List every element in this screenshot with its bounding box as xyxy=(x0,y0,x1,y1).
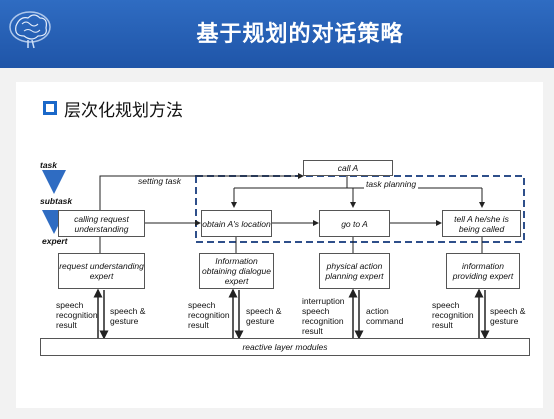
expert-box-information-obtaining: Information obtaining dialogue expert xyxy=(199,253,274,289)
signal-down-label-2: speech & gesture xyxy=(246,306,282,326)
signal-up-label-1: speech recognition result xyxy=(56,300,98,330)
task-planning-label: task planning xyxy=(364,179,419,189)
signal-up-label-3: interruption speech recognition result xyxy=(302,296,345,336)
setting-task-label: setting task xyxy=(138,176,181,186)
bullet-square-icon xyxy=(43,101,57,115)
expert-box-request-understanding: request understanding expert xyxy=(58,253,145,289)
signal-down-label-3: action command xyxy=(366,306,404,326)
subtask-box-tell-a: tell A he/she is being called xyxy=(442,210,521,237)
level-label-expert: expert xyxy=(42,236,68,246)
subtask-box-obtain-location: obtain A's location xyxy=(201,210,272,237)
subtask-dashed-region xyxy=(195,175,525,243)
slide-title: 基于规划的对话策略 xyxy=(196,22,404,47)
signal-down-label-4: speech & gesture xyxy=(490,306,526,326)
level-label-subtask: subtask xyxy=(40,196,73,206)
level-label-task: task xyxy=(40,160,58,170)
slide-subtitle: 层次化规划方法 xyxy=(64,101,183,121)
task-box-call-a: call A xyxy=(303,160,393,176)
subtask-box-go-to-a: go to A xyxy=(319,210,390,237)
reactive-layer-bar: reactive layer modules xyxy=(40,338,530,356)
signal-down-label-1: speech & gesture xyxy=(110,306,146,326)
signal-up-label-2: speech recognition result xyxy=(188,300,230,330)
subtask-box-calling-request: calling request understanding xyxy=(58,210,145,237)
signal-up-label-4: speech recognition result xyxy=(432,300,474,330)
slide-header: 基于规划的对话策略 xyxy=(0,0,554,68)
expert-box-information-providing: information providing expert xyxy=(446,253,520,289)
expert-box-physical-action: physical action planning expert xyxy=(319,253,390,289)
brain-logo-icon xyxy=(9,11,51,49)
